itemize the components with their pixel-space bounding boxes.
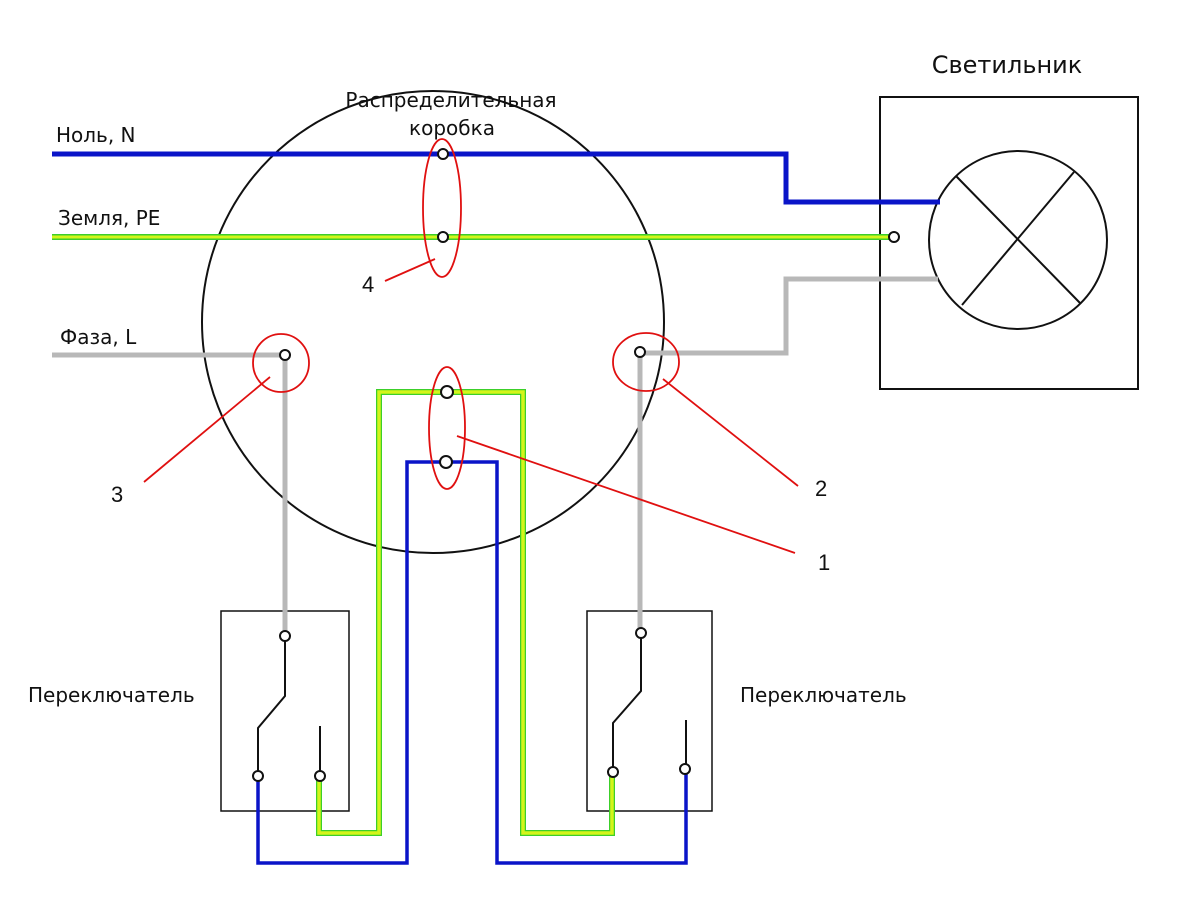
terminal — [437, 148, 449, 160]
callout-number-3: 3 — [111, 482, 123, 507]
junction-box-title-1: Распределительная — [345, 88, 556, 112]
callout-leader-2 — [662, 378, 799, 487]
switch-right-lever — [612, 636, 642, 768]
neutral-wire — [52, 151, 940, 205]
terminal — [607, 766, 619, 778]
switched-phase-wire — [640, 276, 938, 356]
callout-leader-1 — [456, 435, 796, 554]
switch-left-label: Переключатель — [28, 683, 195, 707]
callout-ellipse-3 — [252, 333, 310, 393]
traveler-yellow-wire-outline — [316, 389, 615, 836]
callout-leader-3 — [143, 376, 271, 483]
callout-ellipse-4 — [422, 138, 462, 278]
switch-left-lever — [257, 636, 286, 773]
terminal — [437, 231, 449, 243]
phase-label: Фаза, L — [60, 325, 137, 349]
terminal — [634, 346, 646, 358]
neutral-label: Ноль, N — [56, 123, 136, 147]
switch-right-box — [586, 610, 713, 812]
terminal — [314, 770, 326, 782]
junction-box-title-2: коробка — [409, 116, 495, 140]
terminal — [439, 455, 453, 469]
terminal — [252, 770, 264, 782]
terminal — [679, 763, 691, 775]
terminal — [279, 630, 291, 642]
switch-right-label: Переключатель — [740, 683, 907, 707]
callout-ellipse-2 — [612, 332, 680, 392]
terminal — [888, 231, 900, 243]
phase-wire — [52, 352, 288, 632]
ground-label: Земля, PE — [58, 206, 160, 230]
callout-ellipse-1 — [428, 366, 466, 490]
lamp-box — [879, 96, 1139, 390]
lamp-cross-b — [961, 171, 1075, 306]
lamp-icon — [928, 150, 1108, 330]
traveler-blue-wire — [256, 460, 688, 865]
junction-box — [201, 90, 665, 554]
terminal — [635, 627, 647, 639]
terminal — [440, 385, 454, 399]
traveler-yellow-wire — [317, 390, 614, 835]
callout-number-4: 4 — [362, 272, 374, 297]
callout-number-2: 2 — [815, 476, 827, 501]
callout-leader-4 — [384, 258, 436, 282]
lamp-title: Светильник — [932, 51, 1083, 79]
callout-number-1: 1 — [818, 550, 830, 575]
terminal — [279, 349, 291, 361]
